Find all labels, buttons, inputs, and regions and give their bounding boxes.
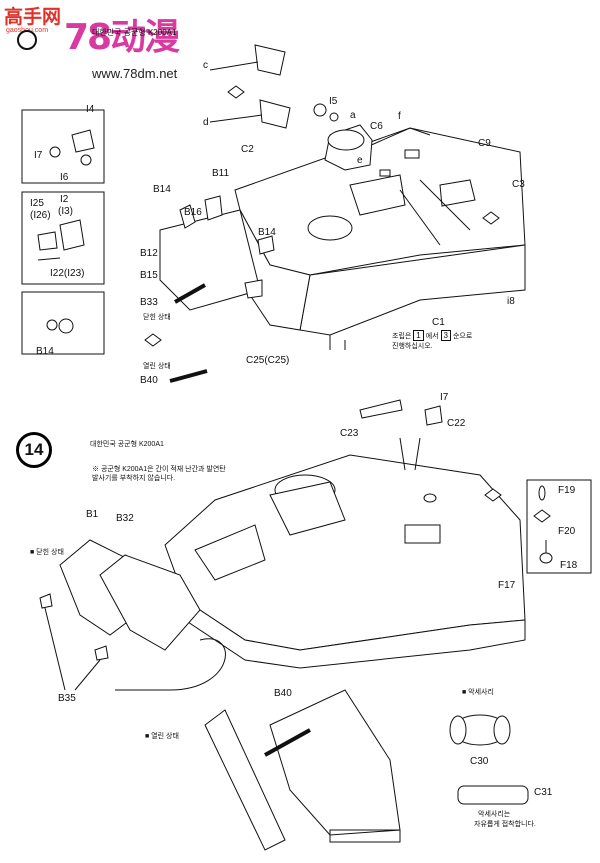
detail-box-i25 <box>21 191 105 285</box>
label-i2: I2 <box>60 194 69 205</box>
label-b15: B15 <box>140 270 158 281</box>
label-i22: I22(I23) <box>50 268 85 279</box>
label-i25: I25 <box>30 198 44 209</box>
label-c3: C3 <box>512 179 525 190</box>
step-title: 대한민국 공군형 K200A1 <box>90 441 164 448</box>
label-b40: B40 <box>140 375 158 386</box>
marker-icons <box>144 85 500 347</box>
label-c2: C2 <box>241 144 254 155</box>
accessories-note-1: 악세사리는 <box>478 811 511 818</box>
closed-state-2: ■ 닫힌 상태 <box>30 549 64 556</box>
closed-state-label: 닫힌 상태 <box>143 314 171 321</box>
label-b12: B12 <box>140 248 158 259</box>
label-i26: (I26) <box>30 210 51 221</box>
label-b16: B16 <box>184 207 202 218</box>
label-i7-lower: I7 <box>440 392 449 403</box>
label-b11: B11 <box>212 168 230 179</box>
label-b33: B33 <box>140 297 158 308</box>
step-number: 14 <box>16 432 52 468</box>
assembly-box-3: 3 <box>440 330 451 341</box>
detail-box-i4 <box>21 109 105 184</box>
site-logo: 高手网 <box>4 6 62 28</box>
label-c9: C9 <box>478 138 491 149</box>
open-state-2: ■ 열린 상태 <box>145 733 179 740</box>
label-f20: F20 <box>558 526 576 537</box>
upper-hull <box>234 103 526 350</box>
label-f17: F17 <box>498 580 516 591</box>
step-note: ※ 공군형 K200A1은 간이 적재 난간과 발연탄 발사기를 부착하지 않습… <box>92 466 226 482</box>
label-b14-2: B14 <box>258 227 276 238</box>
site-url: www.78dm.net <box>92 66 178 81</box>
accessories-drawing <box>449 714 529 805</box>
detail-parts-f <box>484 485 553 564</box>
label-c23: C23 <box>340 428 359 439</box>
header-title: 대한민국 공군형 K200A1 <box>92 28 177 37</box>
callout-d: d <box>203 117 209 128</box>
assembly-note-line2: 진행하십시오. <box>392 343 433 350</box>
label-i7: I7 <box>34 150 43 161</box>
detail-box-f <box>526 479 592 574</box>
label-c30: C30 <box>470 756 489 767</box>
label-b1: B1 <box>86 509 99 520</box>
lower-hull <box>164 399 526 669</box>
label-i3: (I3) <box>58 206 73 217</box>
callout-e: e <box>357 155 363 166</box>
label-b40-lower: B40 <box>274 688 292 699</box>
label-i6: I6 <box>60 172 69 183</box>
label-b32: B32 <box>116 513 134 524</box>
assembly-note-mid: 에서 <box>425 333 439 340</box>
label-c6: C6 <box>370 121 383 132</box>
accessories-note-2: 자유롭게 접착합니다. <box>474 821 536 828</box>
label-i4: I4 <box>86 104 95 115</box>
callout-a: a <box>350 110 356 121</box>
label-c25: C25(C25) <box>246 355 290 366</box>
detail-box-b14 <box>21 291 105 355</box>
label-i5: I5 <box>329 96 338 107</box>
label-i8: i8 <box>507 296 515 307</box>
label-b14: B14 <box>153 184 171 195</box>
open-ramp-detail <box>204 689 401 851</box>
label-c31: C31 <box>534 787 553 798</box>
label-b14-detail: B14 <box>36 346 54 357</box>
detail-parts <box>37 129 95 334</box>
assembly-note: 조립은 1 에서 3 순으로 <box>392 330 472 341</box>
assembly-box-1: 1 <box>413 330 424 341</box>
label-c22: C22 <box>447 418 466 429</box>
step-marker-circle-top <box>17 30 37 50</box>
label-f19: F19 <box>558 485 576 496</box>
small-parts-upper <box>159 44 291 383</box>
rear-door-parts <box>39 539 226 691</box>
label-c1: C1 <box>432 317 445 328</box>
callout-c: c <box>203 60 208 71</box>
label-b35: B35 <box>58 693 76 704</box>
open-state-label: 열린 상태 <box>143 363 171 370</box>
brand-logo: 78动漫 <box>64 17 180 58</box>
accessories-title: ■ 악세사리 <box>462 689 494 696</box>
assembly-note-post: 순으로 <box>452 333 473 340</box>
label-f18: F18 <box>560 560 578 571</box>
assembly-note-pre: 조립은 <box>392 333 412 340</box>
callout-f: f <box>398 111 401 122</box>
